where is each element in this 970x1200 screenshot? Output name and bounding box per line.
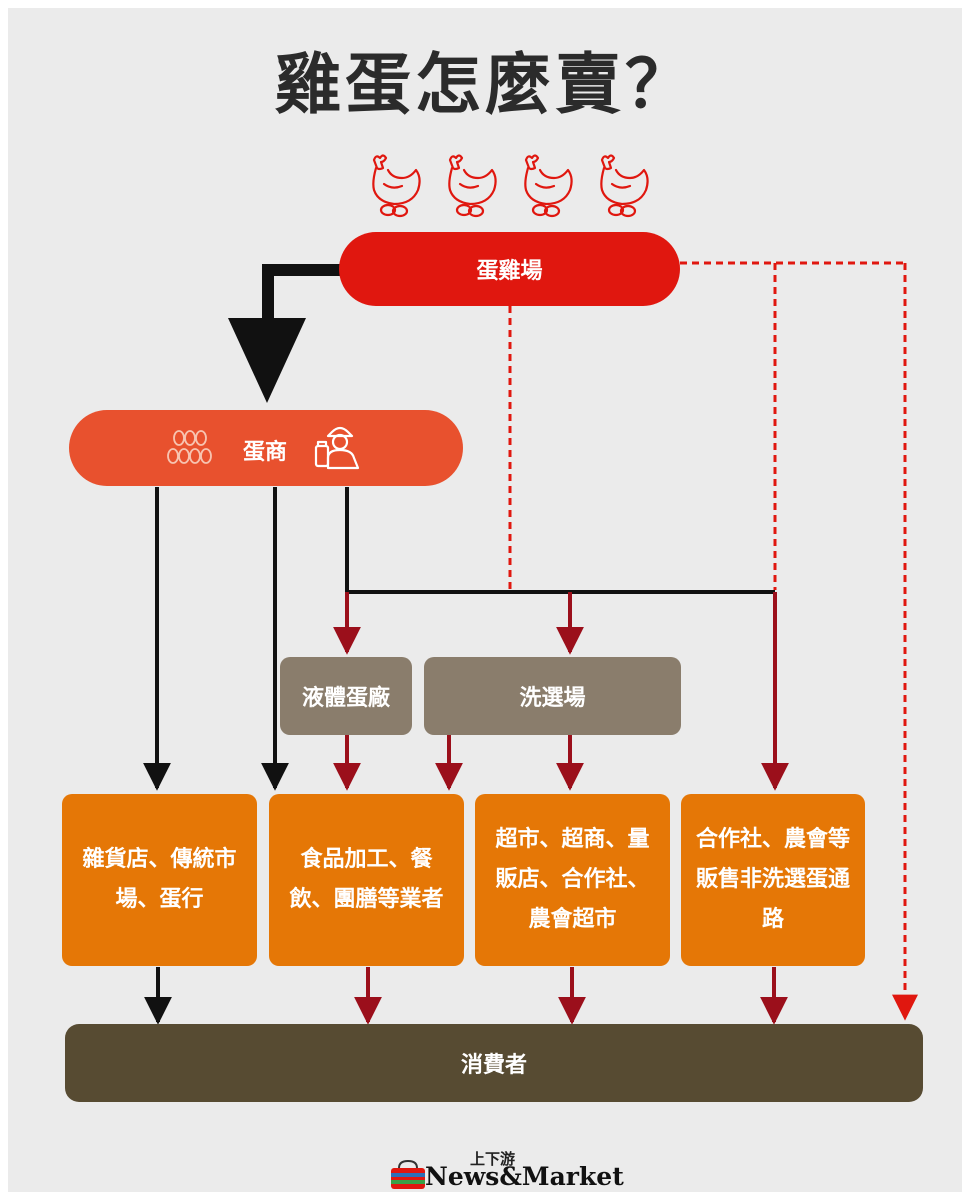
merchant-icon xyxy=(314,426,360,470)
eggs-icon xyxy=(167,430,212,464)
logo-chinese: 上下游 xyxy=(470,1150,516,1168)
page-title: 雞蛋怎麼賣？ xyxy=(275,46,695,123)
arrowhead-big xyxy=(228,318,306,403)
chicken-icon xyxy=(600,154,649,218)
flow-dealer-to-distribution xyxy=(345,487,775,594)
node-supermarket: 超市、超商、量販店、合作社、農會超市 xyxy=(475,794,670,966)
node-coop-label: 合作社、農會等販售非洗選蛋通路 xyxy=(695,827,850,932)
basket-logo-icon xyxy=(391,1160,425,1189)
node-dealer-label: 蛋商 xyxy=(243,440,288,465)
node-consumer-label: 消費者 xyxy=(460,1053,527,1078)
node-supermarket-label: 超市、超商、量販店、合作社、農會超市 xyxy=(495,827,650,932)
chicken-icon xyxy=(448,154,497,218)
node-grocery-label: 雜貨店、傳統市場、蛋行 xyxy=(82,847,237,912)
node-farm: 蛋雞場 xyxy=(339,232,680,306)
logo-english: News&Market xyxy=(425,1162,624,1191)
node-washing-station: 洗選場 xyxy=(424,657,681,735)
node-food-processing: 食品加工、餐飲、團膳等業者 xyxy=(269,794,464,966)
node-consumer: 消費者 xyxy=(65,1024,923,1102)
node-dealer: 蛋商 xyxy=(69,410,463,486)
chicken-icon xyxy=(372,154,421,218)
background-frame xyxy=(8,8,962,1192)
flow-farm-to-dealer xyxy=(262,264,340,318)
node-food-processing-label: 食品加工、餐飲、團膳等業者 xyxy=(289,847,444,912)
node-washing-station-label: 洗選場 xyxy=(519,686,586,711)
node-farm-label: 蛋雞場 xyxy=(476,259,543,284)
node-liquid-egg-factory-label: 液體蛋廠 xyxy=(301,686,390,711)
node-liquid-egg-factory: 液體蛋廠 xyxy=(280,657,412,735)
chicken-icon xyxy=(524,154,573,218)
node-grocery: 雜貨店、傳統市場、蛋行 xyxy=(62,794,257,966)
node-coop: 合作社、農會等販售非洗選蛋通路 xyxy=(681,794,865,966)
